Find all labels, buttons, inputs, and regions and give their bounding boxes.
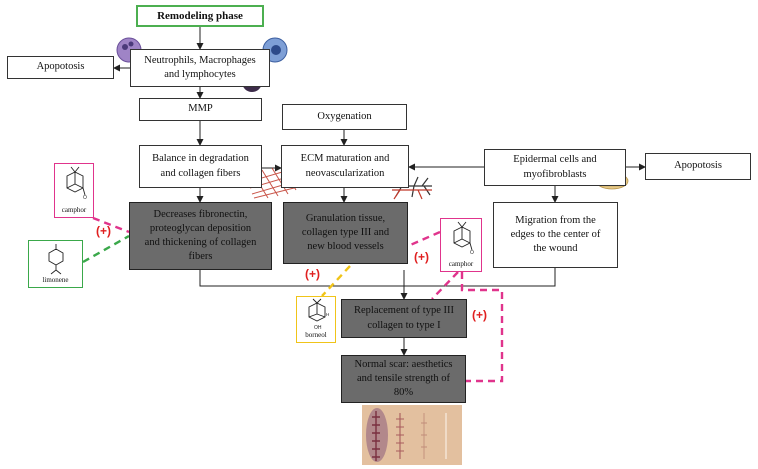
limonene-structure-icon (48, 244, 64, 275)
plus-marker-middle: (+) (305, 267, 320, 281)
oxygenation-box: Oxygenation (282, 104, 407, 130)
svg-text:O: O (470, 250, 474, 256)
mmp-box: MMP (139, 98, 262, 121)
apoptosis-left-label: Apopotosis (36, 61, 85, 73)
camphor-left-card: O camphor (54, 163, 94, 218)
epidermal-label: Epidermal cells and myofibroblasts (513, 154, 597, 180)
plus-marker-right: (+) (472, 308, 487, 322)
camphor-left-label: camphor (61, 206, 87, 214)
camphor-right-label: camphor (448, 260, 474, 268)
plus-marker-center: (+) (414, 250, 429, 264)
migration-label: Migration from the edges to the center o… (510, 214, 601, 255)
merge-line-left (199, 270, 404, 287)
epidermal-box: Epidermal cells and myofibroblasts (484, 149, 626, 186)
apoptosis-left-box: Apopotosis (7, 56, 114, 79)
svg-text:H: H (326, 312, 329, 317)
ecm-box: ECM maturation and neovascularization (281, 145, 409, 188)
borneol-label: borneol (305, 331, 327, 339)
dash-camphor-left (92, 216, 130, 234)
remodeling-phase-box: Remodeling phase (136, 5, 264, 27)
normal-scar-box: Normal scar: aesthetics and tensile stre… (341, 355, 466, 403)
dash-limonene (82, 234, 130, 264)
replacement-label: Replacement of type III collagen to type… (354, 305, 454, 331)
plus-marker-left: (+) (96, 224, 111, 238)
normal-scar-label: Normal scar: aesthetics and tensile stre… (354, 358, 453, 399)
limonene-label: limonene (42, 276, 69, 284)
camphor-right-card: O camphor (440, 218, 482, 272)
dash-camphor-granulation (407, 230, 441, 248)
decreases-label: Decreases fibronectin, proteoglycan depo… (144, 208, 257, 263)
replacement-box: Replacement of type III collagen to type… (341, 299, 467, 338)
migration-box: Migration from the edges to the center o… (493, 202, 618, 268)
balance-box: Balance in degradation and collagen fibe… (139, 145, 262, 188)
oxygenation-label: Oxygenation (317, 110, 372, 122)
borneol-card: OH H borneol (296, 296, 336, 343)
ecm-label: ECM maturation and neovascularization (300, 153, 390, 179)
camphor-structure-icon: O (66, 166, 87, 201)
svg-text:OH: OH (314, 325, 322, 331)
granulation-label: Granulation tissue, collagen type III an… (301, 212, 390, 253)
dash-camphor-scar (460, 272, 504, 383)
camphor-structure-icon: O (453, 221, 474, 256)
scar-photo (362, 405, 462, 465)
apoptosis-right-box: Apopotosis (645, 153, 751, 180)
dash-borneol (321, 265, 351, 297)
merge-line-right (404, 268, 556, 287)
balance-label: Balance in degradation and collagen fibe… (152, 153, 249, 179)
limonene-card: limonene (28, 240, 83, 288)
remodeling-phase-label: Remodeling phase (157, 9, 243, 22)
decreases-box: Decreases fibronectin, proteoglycan depo… (129, 202, 272, 270)
dash-camphor-replacement (431, 271, 459, 300)
mmp-label: MMP (188, 103, 213, 115)
granulation-box: Granulation tissue, collagen type III an… (283, 202, 408, 264)
svg-text:O: O (83, 195, 87, 201)
neutrophils-label: Neutrophils, Macrophages and lymphocytes (144, 54, 256, 80)
borneol-structure-icon: OH H (308, 298, 329, 331)
neutrophils-box: Neutrophils, Macrophages and lymphocytes (130, 49, 270, 87)
apoptosis-right-label: Apopotosis (674, 160, 722, 172)
